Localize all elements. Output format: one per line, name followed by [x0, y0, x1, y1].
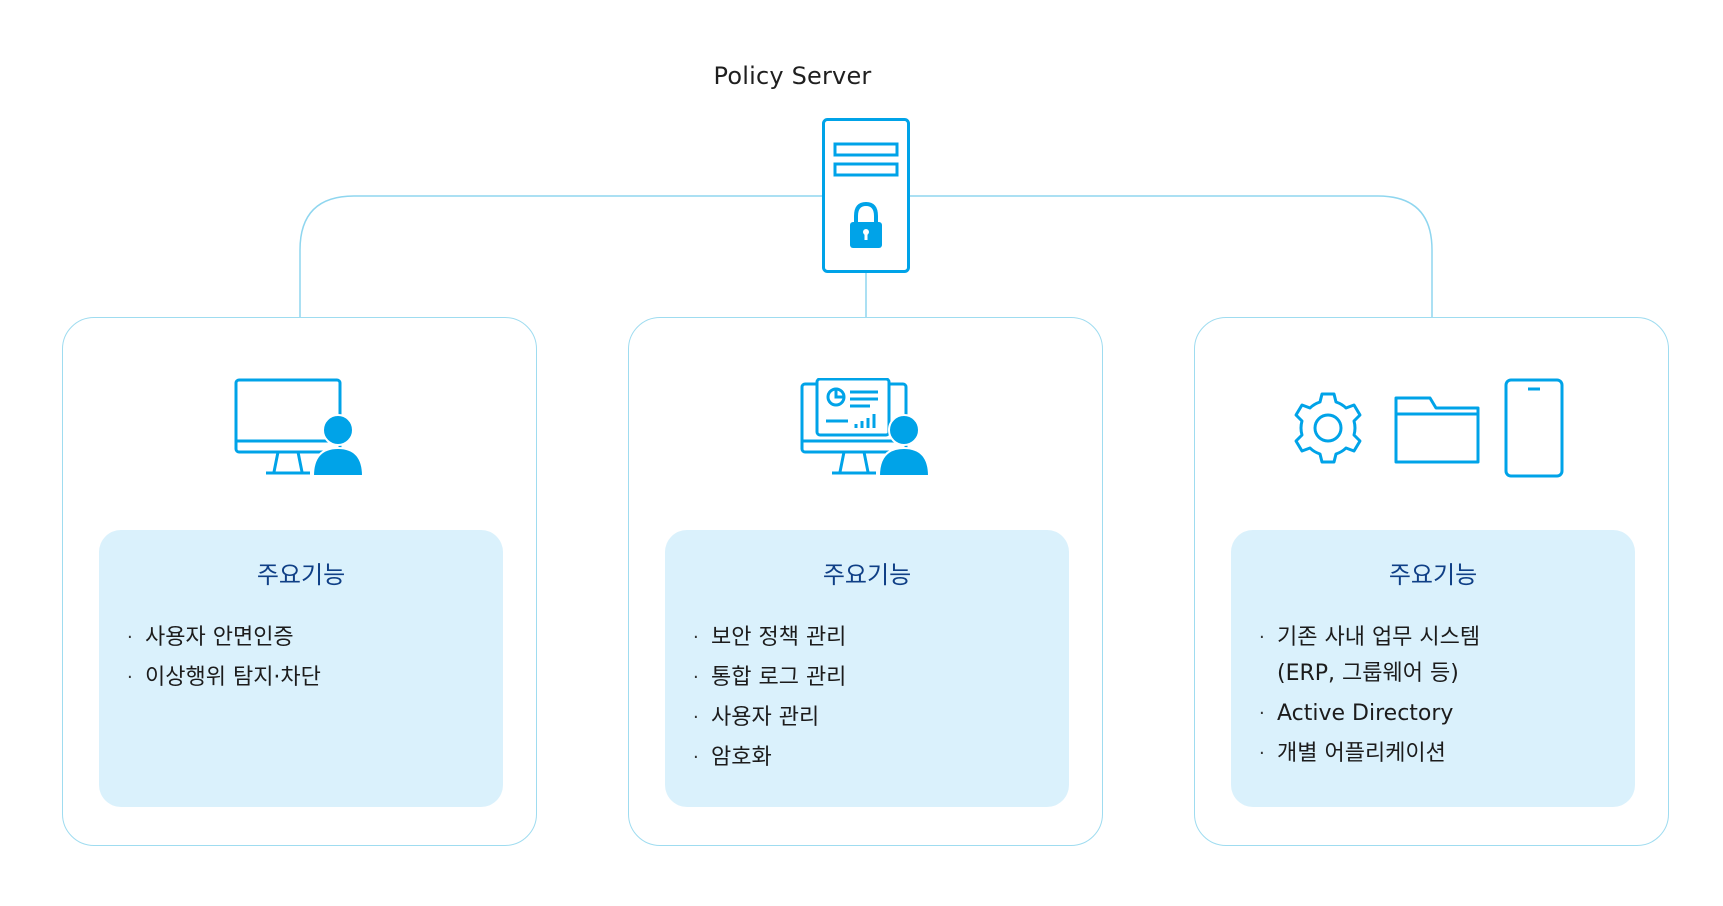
- feature-item: 보안 정책 관리: [693, 620, 1069, 656]
- card-policy-management: 주요기능 보안 정책 관리 통합 로그 관리 사용자 관리 암호화: [628, 317, 1103, 846]
- monitor-user-icon: [234, 378, 364, 477]
- feature-item: 이상행위 탐지·차단: [127, 660, 503, 696]
- feature-title: 주요기능: [256, 561, 346, 589]
- integration-icons: [1294, 378, 1563, 478]
- folder-icon: [1394, 396, 1479, 464]
- feature-item: 기존 사내 업무 시스템 (ERP, 그룹웨어 등): [1259, 620, 1635, 692]
- feature-box: 주요기능 보안 정책 관리 통합 로그 관리 사용자 관리 암호화: [665, 530, 1069, 807]
- dashboard-user-icon: [800, 378, 930, 477]
- feature-item: 사용자 안면인증: [127, 620, 503, 656]
- feature-item: 통합 로그 관리: [693, 660, 1069, 696]
- card-icon-area: [63, 373, 536, 483]
- card-icon-area: [629, 373, 1102, 483]
- server-title: Policy Server: [0, 62, 1723, 90]
- feature-list: 보안 정책 관리 통합 로그 관리 사용자 관리 암호화: [665, 620, 1069, 776]
- feature-box: 주요기능 사용자 안면인증 이상행위 탐지·차단: [99, 530, 503, 807]
- connector-right: [910, 195, 1433, 317]
- connector-left: [299, 195, 822, 317]
- feature-item-line1: 기존 사내 업무 시스템: [1277, 625, 1481, 650]
- feature-item-line2: (ERP, 그룹웨어 등): [1277, 661, 1459, 686]
- feature-title: 주요기능: [1388, 561, 1478, 589]
- feature-list: 사용자 안면인증 이상행위 탐지·차단: [99, 620, 503, 696]
- feature-item: Active Directory: [1259, 696, 1635, 732]
- gear-icon: [1294, 392, 1361, 464]
- feature-item: 사용자 관리: [693, 700, 1069, 736]
- feature-list: 기존 사내 업무 시스템 (ERP, 그룹웨어 등) Active Direct…: [1231, 620, 1635, 772]
- card-face-auth: 주요기능 사용자 안면인증 이상행위 탐지·차단: [62, 317, 537, 846]
- smartphone-icon: [1504, 378, 1563, 478]
- server-title-text: Policy Server: [713, 62, 872, 90]
- server-lock-icon: [822, 118, 910, 273]
- feature-box: 주요기능 기존 사내 업무 시스템 (ERP, 그룹웨어 등) Active D…: [1231, 530, 1635, 807]
- card-icon-area: [1195, 373, 1668, 483]
- feature-title: 주요기능: [822, 561, 912, 589]
- feature-item: 개별 어플리케이션: [1259, 736, 1635, 772]
- feature-item: 암호화: [693, 740, 1069, 776]
- card-integration: 주요기능 기존 사내 업무 시스템 (ERP, 그룹웨어 등) Active D…: [1194, 317, 1669, 846]
